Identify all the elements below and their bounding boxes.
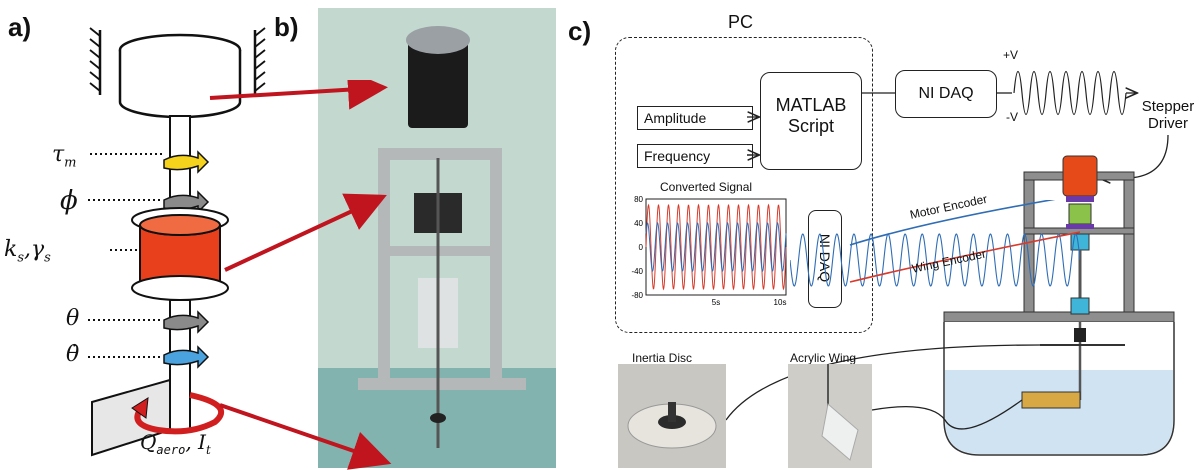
pc-boundary xyxy=(615,37,873,333)
panel-b-label: b) xyxy=(274,12,299,42)
photo-motor xyxy=(408,38,468,128)
motor-encoder-wire xyxy=(849,200,1056,246)
signal-series-1 xyxy=(645,222,787,272)
theta-dot-arrow xyxy=(163,345,210,369)
stepper-driver-label: Stepper Driver xyxy=(1141,98,1195,132)
theta-label: θ xyxy=(66,306,80,331)
amplitude-box: Amplitude xyxy=(637,106,753,130)
matlab-script-box: MATLAB Script xyxy=(760,72,862,170)
tau-m-label: τm xyxy=(52,142,77,171)
panel-a-schematic xyxy=(88,27,266,457)
panel-c-label: c) xyxy=(568,16,592,46)
tau-m-arrow xyxy=(163,150,210,174)
plus-v-label: +V xyxy=(1003,48,1019,62)
converted-signal-title: Converted Signal xyxy=(660,180,753,194)
stepper-motor xyxy=(1062,155,1098,197)
wing-block xyxy=(1021,391,1081,409)
arrow-wing xyxy=(219,403,392,470)
arrow-spring xyxy=(224,193,387,272)
q-aero-arrow xyxy=(134,392,224,435)
theta-arrow xyxy=(163,310,210,334)
k-gamma-label: ks,γs xyxy=(4,237,51,266)
phi-label: ϕ xyxy=(60,186,78,216)
signal-series-0 xyxy=(645,203,787,291)
ni-daq-box: NI DAQ xyxy=(895,70,997,118)
x-tick-label: 5s xyxy=(712,298,720,307)
theta-dot-label: θ̇ xyxy=(66,342,80,367)
pulse-train xyxy=(1013,70,1127,116)
minus-v-label: -V xyxy=(1006,110,1018,124)
pc-label: PC xyxy=(728,12,754,32)
y-tick-label: -80 xyxy=(631,291,643,300)
acrylic-wing-photo xyxy=(788,364,872,468)
arrow-motor xyxy=(209,80,388,110)
inertia-disc-label: Inertia Disc xyxy=(632,351,693,365)
y-tick-label: -40 xyxy=(631,267,643,276)
converted-signal-chart: 80 40 0 -40 -80 5s 10s xyxy=(631,195,787,307)
acrylic-wing-label: Acrylic Wing xyxy=(790,351,857,365)
q-aero-label: Qaero, It xyxy=(140,430,211,457)
transmitted-signal-wave xyxy=(790,233,1080,287)
signal-path xyxy=(790,200,1080,287)
y-tick-label: 80 xyxy=(634,195,643,204)
panel-a-label: a) xyxy=(8,12,32,42)
y-tick-label: 40 xyxy=(634,219,643,228)
motor-cylinder xyxy=(89,27,266,119)
encoder-bottom xyxy=(1070,297,1090,315)
wing-encoder-wire xyxy=(849,231,1080,283)
x-tick-label: 10s xyxy=(774,298,787,307)
inertia-disc-photo xyxy=(618,364,726,468)
connector-arrows xyxy=(209,80,392,470)
frequency-box: Frequency xyxy=(637,144,753,168)
y-tick-label: 0 xyxy=(639,243,644,252)
